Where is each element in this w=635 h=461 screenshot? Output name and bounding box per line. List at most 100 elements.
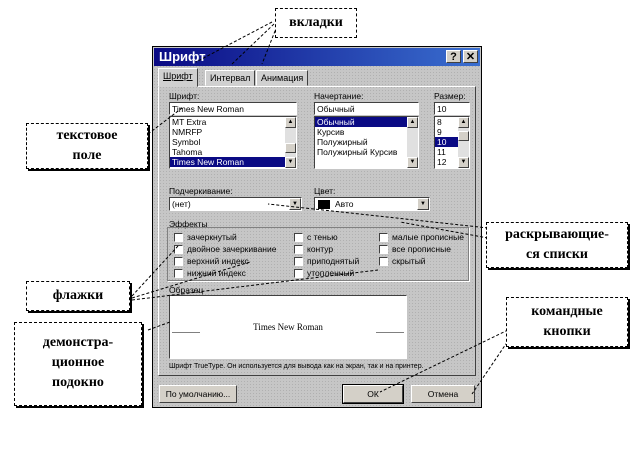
- checkbox-double-strikethrough[interactable]: [174, 245, 183, 254]
- color-value: Авто: [335, 199, 354, 209]
- font-list-scrollbar[interactable]: ▲ ▼: [285, 117, 296, 168]
- callout-preview: демонстра- ционное подокно: [14, 322, 142, 406]
- title-bar: Шрифт ? ✕: [154, 48, 480, 66]
- checkbox-subscript[interactable]: [174, 269, 183, 278]
- preview-text: Times New Roman: [253, 322, 323, 332]
- effect-label: двойное зачеркивание: [187, 244, 277, 254]
- effects-label: Эффекты: [169, 219, 208, 229]
- list-item-selected[interactable]: 10: [435, 137, 469, 147]
- style-label: Начертание:: [314, 91, 364, 101]
- effect-label: скрытый: [392, 256, 426, 266]
- effect-label: все прописные: [392, 244, 451, 254]
- checkbox-superscript[interactable]: [174, 257, 183, 266]
- effect-label: нижний индекс: [187, 268, 246, 278]
- default-button[interactable]: По умолчанию...: [159, 385, 237, 403]
- style-input[interactable]: Обычный: [314, 102, 419, 115]
- cancel-button[interactable]: Отмена: [411, 385, 475, 403]
- underline-value: (нет): [172, 199, 191, 209]
- size-label: Размер:: [434, 91, 466, 101]
- callout-checkboxes: флажки: [26, 281, 130, 311]
- close-button[interactable]: ✕: [463, 50, 478, 63]
- tab-spacing[interactable]: Интервал: [205, 70, 256, 86]
- preview-pane: Times New Roman: [169, 295, 407, 359]
- list-item-selected[interactable]: Обычный: [315, 117, 418, 127]
- callout-command-buttons-line2: кнопки: [543, 324, 591, 339]
- effect-label: с тенью: [307, 232, 338, 242]
- callout-command-buttons-line1: командные: [531, 304, 603, 319]
- tab-animation[interactable]: Анимация: [256, 70, 309, 86]
- checkbox-engrave[interactable]: [294, 269, 303, 278]
- list-item[interactable]: Курсив: [317, 127, 345, 137]
- font-list[interactable]: MT Extra NMRFP Symbol Tahoma Times New R…: [169, 116, 297, 169]
- checkbox-shadow[interactable]: [294, 233, 303, 242]
- style-list-scrollbar[interactable]: ▲ ▼: [407, 117, 418, 168]
- list-item[interactable]: 8: [437, 117, 442, 127]
- list-item[interactable]: MT Extra: [172, 117, 207, 127]
- size-list[interactable]: 8 9 10 11 12 ▲ ▼: [434, 116, 470, 169]
- checkbox-strikethrough[interactable]: [174, 233, 183, 242]
- callout-dropdowns: раскрывающие- ся списки: [486, 222, 628, 268]
- checkbox-outline[interactable]: [294, 245, 303, 254]
- color-select[interactable]: Авто ▼: [314, 197, 430, 211]
- underline-label: Подчеркивание:: [169, 186, 233, 196]
- scroll-down-icon[interactable]: ▼: [458, 157, 469, 168]
- scroll-up-icon[interactable]: ▲: [285, 117, 296, 128]
- effect-label: малые прописные: [392, 232, 464, 242]
- callout-dropdowns-line2: ся списки: [526, 247, 588, 262]
- baseline-right: [376, 332, 404, 333]
- scroll-up-icon[interactable]: ▲: [407, 117, 418, 128]
- list-item[interactable]: Полужирный Курсив: [317, 147, 398, 157]
- list-item[interactable]: Symbol: [172, 137, 201, 147]
- effect-label: зачеркнутый: [187, 232, 237, 242]
- list-item[interactable]: Tahoma: [172, 147, 203, 157]
- tab-spacing-label: Интервал: [210, 73, 251, 83]
- effect-label: приподнятый: [307, 256, 360, 266]
- scroll-thumb[interactable]: [458, 131, 469, 141]
- size-input[interactable]: 10: [434, 102, 470, 115]
- callout-text-field-line2: поле: [72, 148, 102, 163]
- checkbox-all-caps[interactable]: [379, 245, 388, 254]
- list-item[interactable]: 11: [437, 147, 446, 157]
- font-name-input[interactable]: Times New Roman: [169, 102, 297, 115]
- truetype-hint: Шрифт TrueType. Он используется для выво…: [169, 363, 424, 370]
- ok-button[interactable]: ОК: [342, 384, 404, 404]
- underline-select[interactable]: (нет) ▼: [169, 197, 302, 211]
- effect-label: утопленный: [307, 268, 355, 278]
- callout-checkboxes-text: флажки: [52, 288, 104, 303]
- color-swatch: [318, 200, 330, 209]
- chevron-down-icon[interactable]: ▼: [289, 198, 301, 210]
- tab-panel: Шрифт: Times New Roman MT Extra NMRFP Sy…: [158, 86, 476, 376]
- list-item[interactable]: Полужирный: [317, 137, 368, 147]
- scroll-down-icon[interactable]: ▼: [285, 157, 296, 168]
- baseline-left: [172, 332, 200, 333]
- callout-tabs-text: вкладки: [289, 15, 343, 30]
- callout-text-field: текстовое поле: [26, 123, 148, 169]
- checkbox-emboss[interactable]: [294, 257, 303, 266]
- font-label: Шрифт:: [169, 91, 200, 101]
- scroll-down-icon[interactable]: ▼: [407, 157, 418, 168]
- callout-preview-line1: демонстра-: [42, 335, 114, 350]
- list-item[interactable]: 12: [437, 157, 447, 167]
- chevron-down-icon[interactable]: ▼: [417, 198, 429, 210]
- callout-tabs: вкладки: [275, 8, 357, 38]
- scroll-thumb[interactable]: [285, 143, 296, 153]
- list-item-selected[interactable]: Times New Roman: [170, 157, 296, 167]
- style-list[interactable]: Обычный Курсив Полужирный Полужирный Кур…: [314, 116, 419, 169]
- font-dialog: Шрифт ? ✕ Шрифт Интервал Анимация Шрифт:…: [152, 46, 482, 408]
- callout-preview-line2: ционное: [51, 355, 105, 370]
- callout-preview-line3: подокно: [52, 375, 104, 390]
- list-item[interactable]: NMRFP: [172, 127, 203, 137]
- list-item[interactable]: 9: [437, 127, 442, 137]
- checkbox-small-caps[interactable]: [379, 233, 388, 242]
- callout-command-buttons: командные кнопки: [506, 297, 628, 347]
- effect-label: контур: [307, 244, 334, 254]
- effect-label: верхний индекс: [187, 256, 249, 266]
- tab-font-label: Шрифт: [163, 71, 193, 81]
- size-list-scrollbar[interactable]: ▲ ▼: [458, 117, 469, 168]
- dialog-title: Шрифт: [159, 49, 206, 64]
- checkbox-hidden[interactable]: [379, 257, 388, 266]
- help-button[interactable]: ?: [446, 50, 461, 63]
- tab-animation-label: Анимация: [261, 73, 304, 83]
- scroll-up-icon[interactable]: ▲: [458, 117, 469, 128]
- tab-font[interactable]: Шрифт: [158, 68, 198, 87]
